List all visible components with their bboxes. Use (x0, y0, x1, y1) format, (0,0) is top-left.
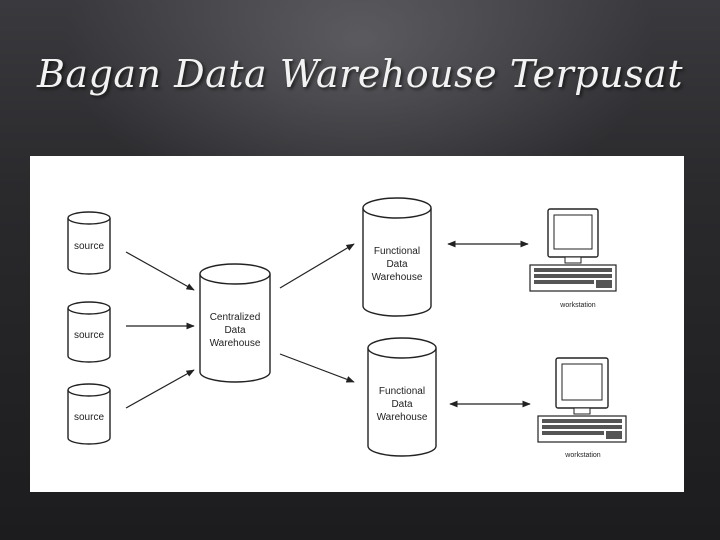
source-db-1: source (67, 211, 111, 275)
functional-db-1: Functional Data Warehouse (362, 197, 432, 317)
source-label-1: source (74, 241, 104, 252)
workstation-label-1: workstation (559, 302, 596, 309)
data-warehouse-diagram: source source source Centralized Data Wa… (67, 197, 627, 459)
slide-title: Bagan Data Warehouse Terpusat (37, 52, 683, 96)
functional-1-label-1: Functional (374, 246, 420, 257)
functional-2-label-2: Data (391, 399, 413, 410)
central-label-2: Data (224, 325, 246, 336)
central-label-1: Centralized (210, 312, 261, 323)
functional-2-label-3: Warehouse (377, 412, 428, 423)
workstation-label-2: workstation (564, 452, 601, 459)
functional-db-2: Functional Data Warehouse (367, 337, 437, 457)
source-label-2: source (74, 330, 104, 341)
workstation-computer-icon-1: workstation (529, 208, 617, 309)
arrow-central-to-functional-1 (279, 243, 355, 289)
arrow-source-3-to-central (125, 369, 195, 409)
central-label-3: Warehouse (210, 338, 261, 349)
centralized-db: Centralized Data Warehouse (199, 263, 271, 383)
functional-1-label-3: Warehouse (372, 272, 423, 283)
source-label-3: source (74, 412, 104, 423)
functional-2-label-1: Functional (379, 386, 425, 397)
arrow-central-to-functional-2 (279, 353, 355, 383)
source-db-2: source (67, 301, 111, 363)
arrow-source-1-to-central (125, 251, 195, 291)
functional-1-label-2: Data (386, 259, 408, 270)
workstation-computer-icon-2: workstation (537, 357, 627, 459)
source-db-3: source (67, 383, 111, 445)
diagram-panel: source source source Centralized Data Wa… (30, 156, 684, 492)
